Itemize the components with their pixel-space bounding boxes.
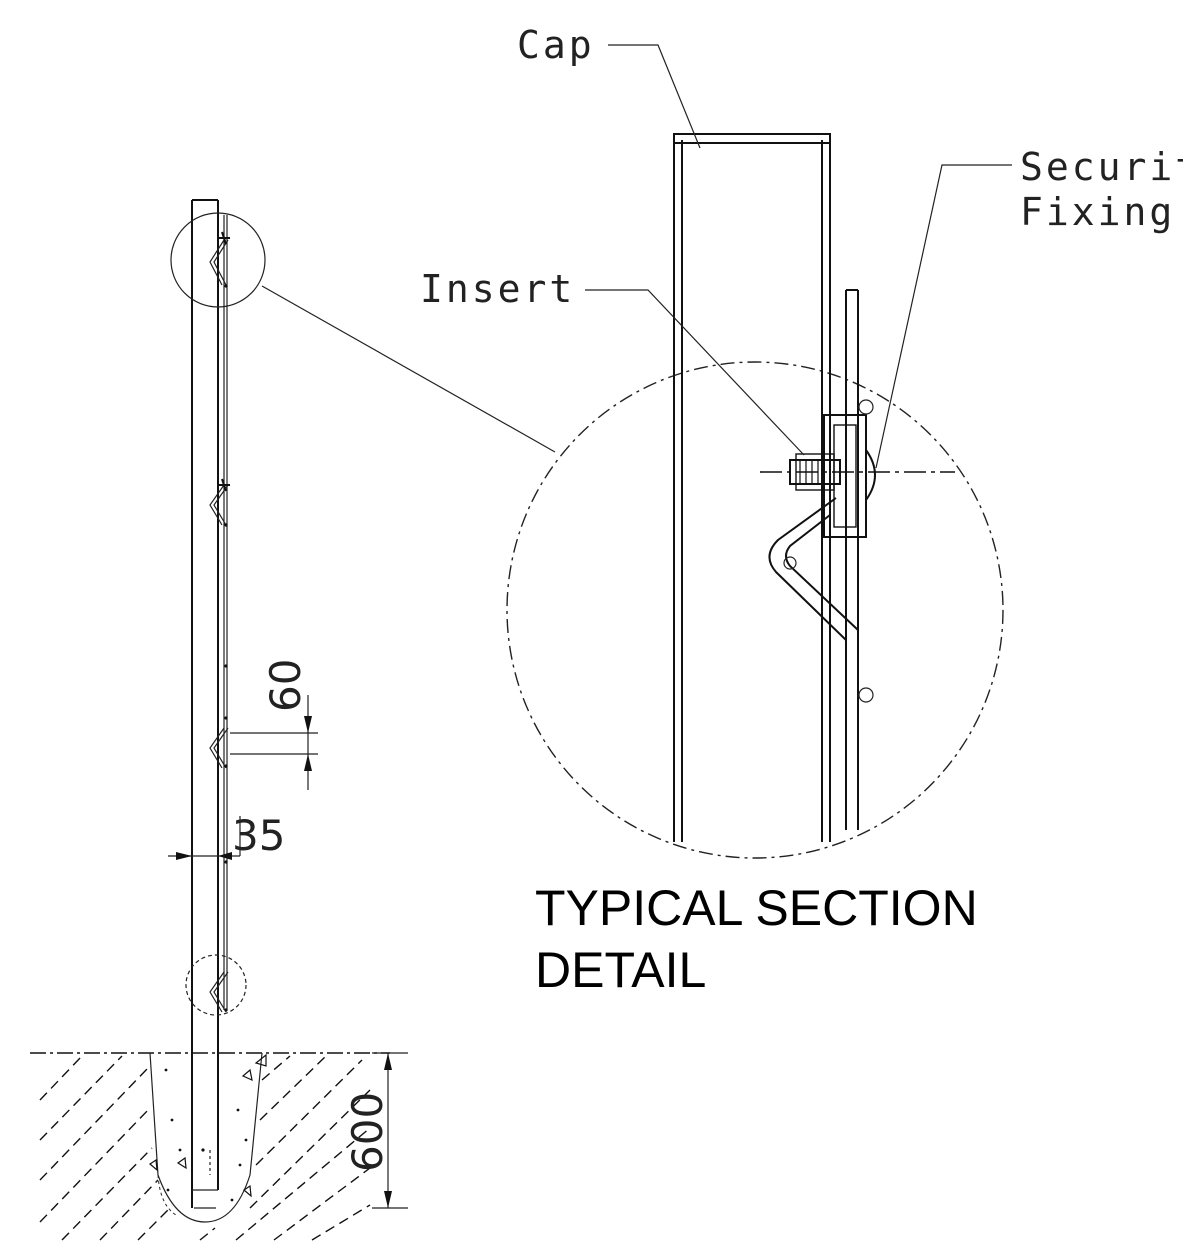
drawing-title-line1: TYPICAL SECTION — [535, 880, 978, 936]
security-fixing-label-line1: Security — [1020, 145, 1183, 189]
enlarged-detail — [506, 44, 1012, 859]
insert-label: Insert — [420, 267, 575, 311]
dimension-600-label: 600 — [343, 1092, 392, 1172]
security-fixing-label-line2: Fixing — [1020, 190, 1175, 234]
dimension-600: 600 — [343, 1052, 408, 1209]
dimension-60: 60 — [230, 659, 318, 790]
dimension-60-label: 60 — [261, 659, 310, 712]
ground-footing — [30, 1052, 390, 1241]
post-elevation — [170, 199, 556, 1209]
drawing-title-line2: DETAIL — [535, 942, 706, 998]
cap-label: Cap — [517, 23, 595, 67]
dimension-35-label: 35 — [232, 811, 285, 860]
dimension-35: 35 — [168, 811, 285, 860]
